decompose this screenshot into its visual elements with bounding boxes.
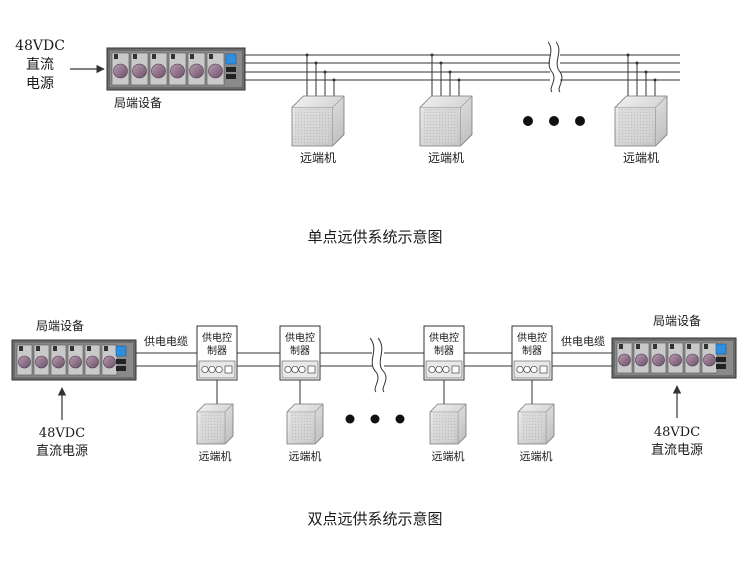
knob-icon	[618, 353, 631, 367]
port-icon	[530, 365, 538, 374]
knob-icon	[151, 63, 166, 79]
remote-unit: 远端机	[614, 95, 668, 165]
knob-icon	[18, 355, 31, 369]
remote-unit-label: 远端机	[199, 449, 232, 463]
ellipsis-dot	[523, 116, 533, 126]
power-input-voltage: 48VDC	[15, 38, 65, 54]
knob-icon	[69, 355, 82, 369]
power-right-source: 直流电源	[651, 443, 703, 458]
remote-unit: 远端机	[429, 403, 467, 463]
head-end-label-right: 局端设备	[653, 314, 701, 328]
remote-unit: 远端机	[419, 95, 473, 165]
remote-unit-label: 远端机	[520, 449, 553, 463]
controller-label-line2: 制器	[522, 344, 542, 357]
remote-unit-label: 远端机	[300, 151, 336, 165]
remote-unit-label: 远端机	[428, 151, 464, 165]
port-icon	[428, 365, 436, 374]
ellipsis-dot	[370, 414, 380, 424]
knob-icon	[52, 355, 65, 369]
ellipsis-dot	[345, 414, 355, 424]
knob-icon	[35, 355, 48, 369]
knob-icon	[208, 63, 223, 79]
knob-icon	[686, 353, 699, 367]
knob-icon	[170, 63, 185, 79]
status-screen-icon	[115, 345, 127, 357]
head-end-label-top: 局端设备	[114, 96, 162, 110]
knob-icon	[86, 355, 99, 369]
line-break-mark-bottom-2	[377, 337, 387, 393]
dual-point-diagram: 局端设备 局端设备 供电电缆 供电电缆 供电控制器供电控制器供电控制器供电控制器…	[11, 314, 737, 528]
knob-icon	[189, 63, 204, 79]
remote-unit: 远端机	[517, 403, 555, 463]
knob-icon	[103, 355, 116, 369]
ellipsis-dot	[549, 116, 559, 126]
knob-icon	[652, 353, 665, 367]
controller-label-line2: 制器	[434, 344, 454, 357]
line-break-mark-top	[547, 41, 555, 93]
head-end-rack-left	[11, 339, 137, 381]
power-right-voltage: 48VDC	[654, 425, 700, 440]
controller-label-line1: 供电控	[285, 331, 315, 344]
controller-label-line2: 制器	[207, 344, 227, 357]
ellipsis-dot	[575, 116, 585, 126]
power-input-type: 直流	[26, 56, 54, 73]
port-icon	[201, 365, 209, 374]
cable-lines-bottom	[136, 352, 612, 367]
port-icon	[215, 365, 223, 374]
remote-units-bottom: 远端机 远端机 远端机 远端机	[196, 380, 555, 463]
remote-unit-label: 远端机	[432, 449, 465, 463]
head-end-rack-right	[611, 337, 737, 379]
line-break-mark-bottom	[369, 337, 379, 393]
cable-label-right: 供电电缆	[561, 334, 605, 348]
port-icon	[442, 365, 450, 374]
port-icon	[298, 365, 306, 374]
single-point-diagram: 48VDC 直流 电源 局端设备 远端机 远端机 远端机	[15, 38, 680, 246]
status-screen-icon	[715, 343, 727, 355]
power-input-source: 电源	[26, 76, 54, 92]
ellipsis-dot	[395, 414, 405, 424]
power-left-voltage: 48VDC	[39, 426, 85, 441]
power-left-source: 直流电源	[36, 444, 88, 459]
remote-unit: 远端机	[291, 95, 345, 165]
port-icon	[435, 365, 443, 374]
head-end-rack-top	[106, 47, 246, 91]
knob-icon	[703, 353, 716, 367]
remote-unit: 远端机	[196, 403, 234, 463]
caption-top: 单点远供系统示意图	[307, 228, 442, 246]
port-icon	[208, 365, 216, 374]
port-icon	[284, 365, 292, 374]
controller-label-line1: 供电控	[517, 331, 547, 344]
knob-icon	[113, 63, 128, 79]
knob-icon	[132, 63, 147, 79]
remote-units-top: 远端机 远端机 远端机	[291, 53, 668, 165]
remote-unit-label: 远端机	[289, 449, 322, 463]
bus-lines-top	[245, 54, 680, 81]
port-icon	[523, 365, 531, 374]
caption-bottom: 双点远供系统示意图	[307, 510, 442, 528]
cable-label-left: 供电电缆	[144, 334, 188, 348]
remote-unit-label: 远端机	[623, 151, 659, 165]
line-break-mark-top-2	[555, 41, 563, 93]
remote-unit: 远端机	[286, 403, 324, 463]
head-end-label-left: 局端设备	[36, 319, 84, 333]
knob-icon	[669, 353, 682, 367]
knob-icon	[635, 353, 648, 367]
controller-label-line2: 制器	[290, 344, 310, 357]
port-icon	[516, 365, 524, 374]
status-screen-icon	[225, 53, 237, 65]
controller-label-line1: 供电控	[202, 331, 232, 344]
controller-label-line1: 供电控	[429, 331, 459, 344]
port-icon	[291, 365, 299, 374]
